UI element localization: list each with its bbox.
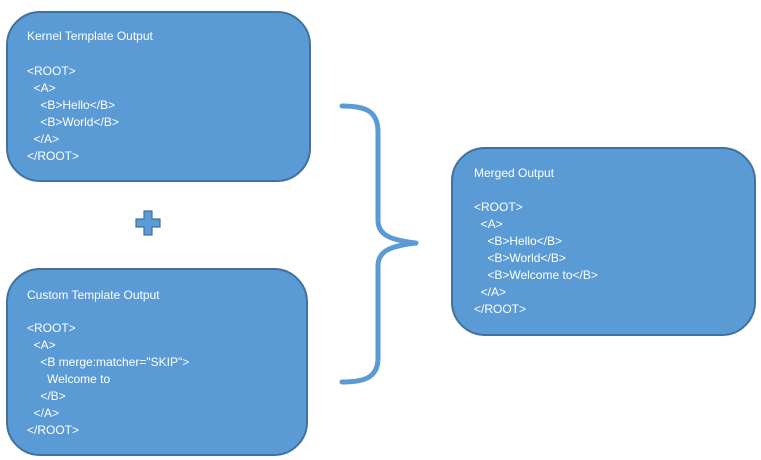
custom-code-line: Welcome to [27, 372, 111, 386]
custom-code-line: </ROOT> [27, 423, 80, 437]
kernel-code-line: <ROOT> [27, 64, 76, 78]
custom-code-line: </A> [27, 406, 60, 420]
custom-code-line: <B merge:matcher="SKIP"> [27, 355, 190, 369]
kernel-code-line: </A> [27, 132, 60, 146]
merged-code-line: <B>Welcome to</B> [474, 268, 598, 282]
merged-box-title: Merged Output [474, 166, 555, 180]
merged-code-line: <B>World</B> [474, 251, 566, 265]
kernel-code-line: <B>World</B> [27, 115, 119, 129]
custom-code-line: <ROOT> [27, 321, 76, 335]
custom-box-title: Custom Template Output [27, 288, 160, 302]
right-curly-brace-icon [339, 103, 419, 385]
kernel-code-line: <A> [27, 81, 56, 95]
merged-code-line: </A> [474, 285, 507, 299]
custom-code-line: <A> [27, 338, 56, 352]
kernel-code-line: </ROOT> [27, 149, 80, 163]
plus-icon [135, 210, 161, 236]
kernel-template-output-box: Kernel Template Output <ROOT> <A> <B>Hel… [6, 11, 311, 182]
merged-code-line: <ROOT> [474, 200, 523, 214]
merged-code-line: <B>Hello</B> [474, 234, 563, 248]
custom-code-line: </B> [27, 389, 66, 403]
custom-template-output-box: Custom Template Output <ROOT> <A> <B mer… [6, 268, 308, 456]
merged-output-box: Merged Output <ROOT> <A> <B>Hello</B> <B… [451, 147, 756, 336]
merged-code-line: </ROOT> [474, 302, 527, 316]
merged-code-line: <A> [474, 217, 503, 231]
kernel-box-title: Kernel Template Output [27, 29, 153, 43]
kernel-code-line: <B>Hello</B> [27, 98, 116, 112]
